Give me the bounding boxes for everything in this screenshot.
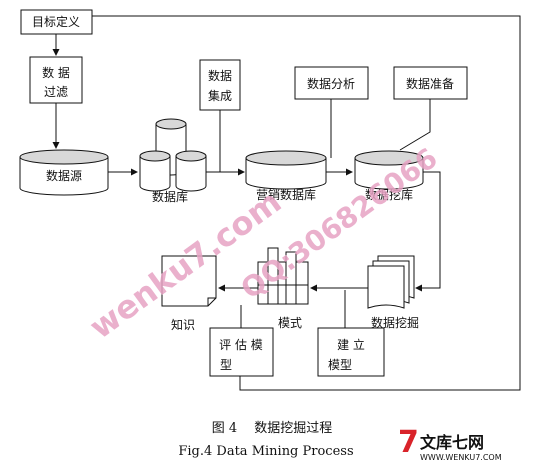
connectors	[52, 15, 521, 391]
evaluate-label-1: 评 估 模	[219, 338, 263, 352]
database-cylinders: 数据库	[139, 118, 207, 204]
mining-label: 数据挖掘	[371, 315, 419, 330]
knowledge-label: 知识	[171, 318, 195, 332]
evaluate-box: 评 估 模 型	[209, 327, 274, 377]
database-cylinder-right	[175, 150, 207, 192]
wenku7-logo: 7 文库七网 WWW.WENKU7.COM	[398, 425, 502, 462]
logo-seven-glyph: 7	[398, 425, 419, 460]
integrate-label-1: 数据	[208, 68, 232, 83]
build-label-2: 模型	[328, 358, 352, 372]
build-box: 建 立 模型	[317, 327, 385, 377]
marketing-db-label: 营销数据库	[256, 187, 316, 202]
database-cylinder-left	[139, 150, 171, 192]
filter-box: 数 据 过滤	[29, 56, 83, 104]
goal-label: 目标定义	[32, 14, 80, 29]
caption-en: Fig.4 Data Mining Process	[178, 444, 353, 459]
filter-label-1: 数 据	[42, 65, 70, 80]
logo-url: WWW.WENKU7.COM	[420, 453, 502, 462]
marketing-db-cylinder: 营销数据库	[245, 150, 327, 202]
pattern-icon: 模式	[257, 247, 309, 330]
mining-db-label: 数据挖库	[365, 187, 413, 202]
logo-text: 文库七网	[420, 433, 484, 452]
knowledge-document-icon: 知识	[161, 255, 217, 332]
pattern-label: 模式	[278, 316, 302, 330]
prep-box: 数据准备	[393, 66, 468, 100]
database-label: 数据库	[152, 189, 188, 204]
prep-to-miningdb-line	[399, 99, 431, 151]
analysis-box: 数据分析	[294, 66, 369, 100]
data-source-label: 数据源	[46, 168, 82, 183]
mining-db-cylinder: 数据挖库	[354, 150, 424, 202]
feedback-loop-line	[92, 15, 521, 391]
miningdb-to-mining-arrow	[415, 171, 441, 292]
analysis-label: 数据分析	[307, 76, 355, 91]
integrate-label-2: 集成	[208, 88, 232, 103]
build-label-1: 建 立	[337, 337, 365, 352]
filter-label-2: 过滤	[44, 85, 68, 99]
evaluate-label-2: 型	[220, 358, 232, 372]
data-source-cylinder: 数据源	[19, 149, 109, 196]
caption-zh: 图 4 数据挖掘过程	[212, 421, 333, 436]
mining-documents-icon: 数据挖掘	[367, 255, 419, 330]
prep-label: 数据准备	[406, 76, 454, 91]
integrate-box: 数据 集成	[199, 59, 241, 111]
goal-box: 目标定义	[20, 9, 93, 35]
